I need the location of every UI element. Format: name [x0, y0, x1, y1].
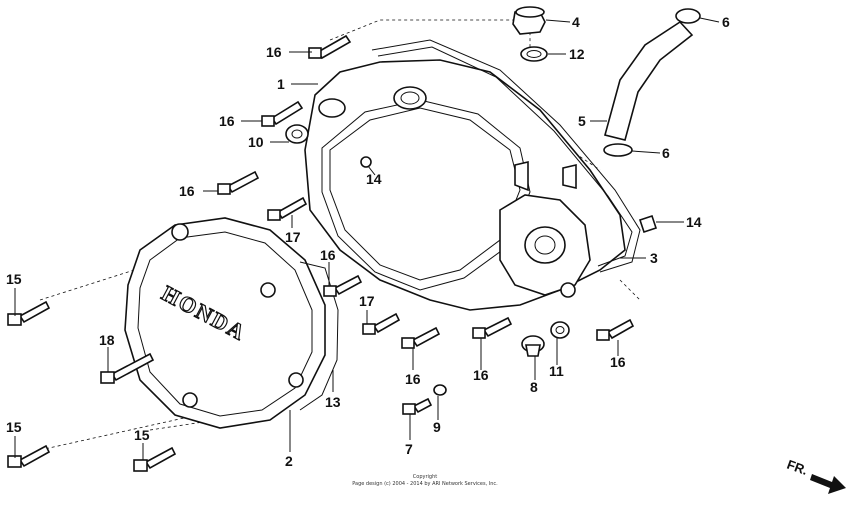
bolt: [7, 300, 51, 326]
copyright-line-1: Copyright: [413, 474, 437, 480]
water-hose: [603, 8, 701, 157]
callout-12: 12: [569, 46, 585, 62]
callout-15: 15: [134, 427, 150, 443]
sealing-washer-11: [550, 321, 570, 339]
arrow-icon: [810, 474, 846, 494]
bolt: [133, 446, 177, 472]
bolt: [402, 397, 433, 415]
dowel-pin-14: [638, 214, 658, 234]
callout-6: 6: [662, 145, 670, 161]
bolt: [596, 318, 635, 341]
oil-filler-hole: [393, 86, 427, 110]
callout-14: 14: [366, 171, 382, 187]
callout-16: 16: [219, 113, 235, 129]
water-pump: [499, 160, 591, 298]
callout-7: 7: [405, 441, 413, 457]
bolt: [323, 274, 363, 297]
callout-5: 5: [578, 113, 586, 129]
bolts: [7, 34, 635, 472]
hose-clamp-bottom: [603, 143, 633, 157]
callout-16: 16: [266, 44, 282, 60]
callout-16: 16: [320, 247, 336, 263]
washer-9: [433, 384, 447, 396]
o-ring-12: [520, 46, 548, 62]
bolt: [217, 170, 260, 195]
bolt: [362, 312, 401, 335]
callout-15: 15: [6, 271, 22, 287]
callout-3: 3: [650, 250, 658, 266]
dowel-pin: [360, 156, 372, 168]
oil-seal: [285, 124, 309, 144]
callout-10: 10: [248, 134, 264, 150]
hose-clamp-top: [675, 8, 701, 24]
clutch-cover: HONDA: [124, 217, 339, 429]
callout-9: 9: [433, 419, 441, 435]
leader-lines: [14, 17, 720, 460]
callout-18: 18: [99, 332, 115, 348]
callout-16: 16: [610, 354, 626, 370]
direction-label: FR.: [785, 457, 810, 478]
callouts: 16 1 16 10 16 17 14 15 16 17 18 13 15 15…: [6, 14, 730, 469]
callout-2: 2: [285, 453, 293, 469]
callout-8: 8: [530, 379, 538, 395]
callout-17: 17: [359, 293, 375, 309]
cover-gasket: [299, 261, 339, 411]
bolt: [472, 316, 513, 339]
bolt: [267, 196, 308, 221]
callout-4: 4: [572, 14, 580, 30]
bolt: [308, 34, 352, 60]
callout-1: 1: [277, 76, 285, 92]
callout-15: 15: [6, 419, 22, 435]
front-direction-indicator: FR.: [785, 457, 846, 494]
bolt: [261, 100, 304, 127]
callout-16: 16: [473, 367, 489, 383]
callout-14: 14: [686, 214, 702, 230]
callout-13: 13: [325, 394, 341, 410]
gasket: [371, 39, 641, 273]
callout-11: 11: [549, 363, 564, 379]
bolt: [401, 326, 441, 349]
callout-17: 17: [285, 229, 301, 245]
callout-16: 16: [405, 371, 421, 387]
callout-16: 16: [179, 183, 195, 199]
drain-plug-8: [521, 335, 545, 357]
bolt: [7, 444, 51, 468]
oil-filler-cap: [512, 6, 546, 35]
callout-6: 6: [722, 14, 730, 30]
copyright-line-2: Page design (c) 2004 - 2014 by ARI Netwo…: [352, 481, 498, 487]
